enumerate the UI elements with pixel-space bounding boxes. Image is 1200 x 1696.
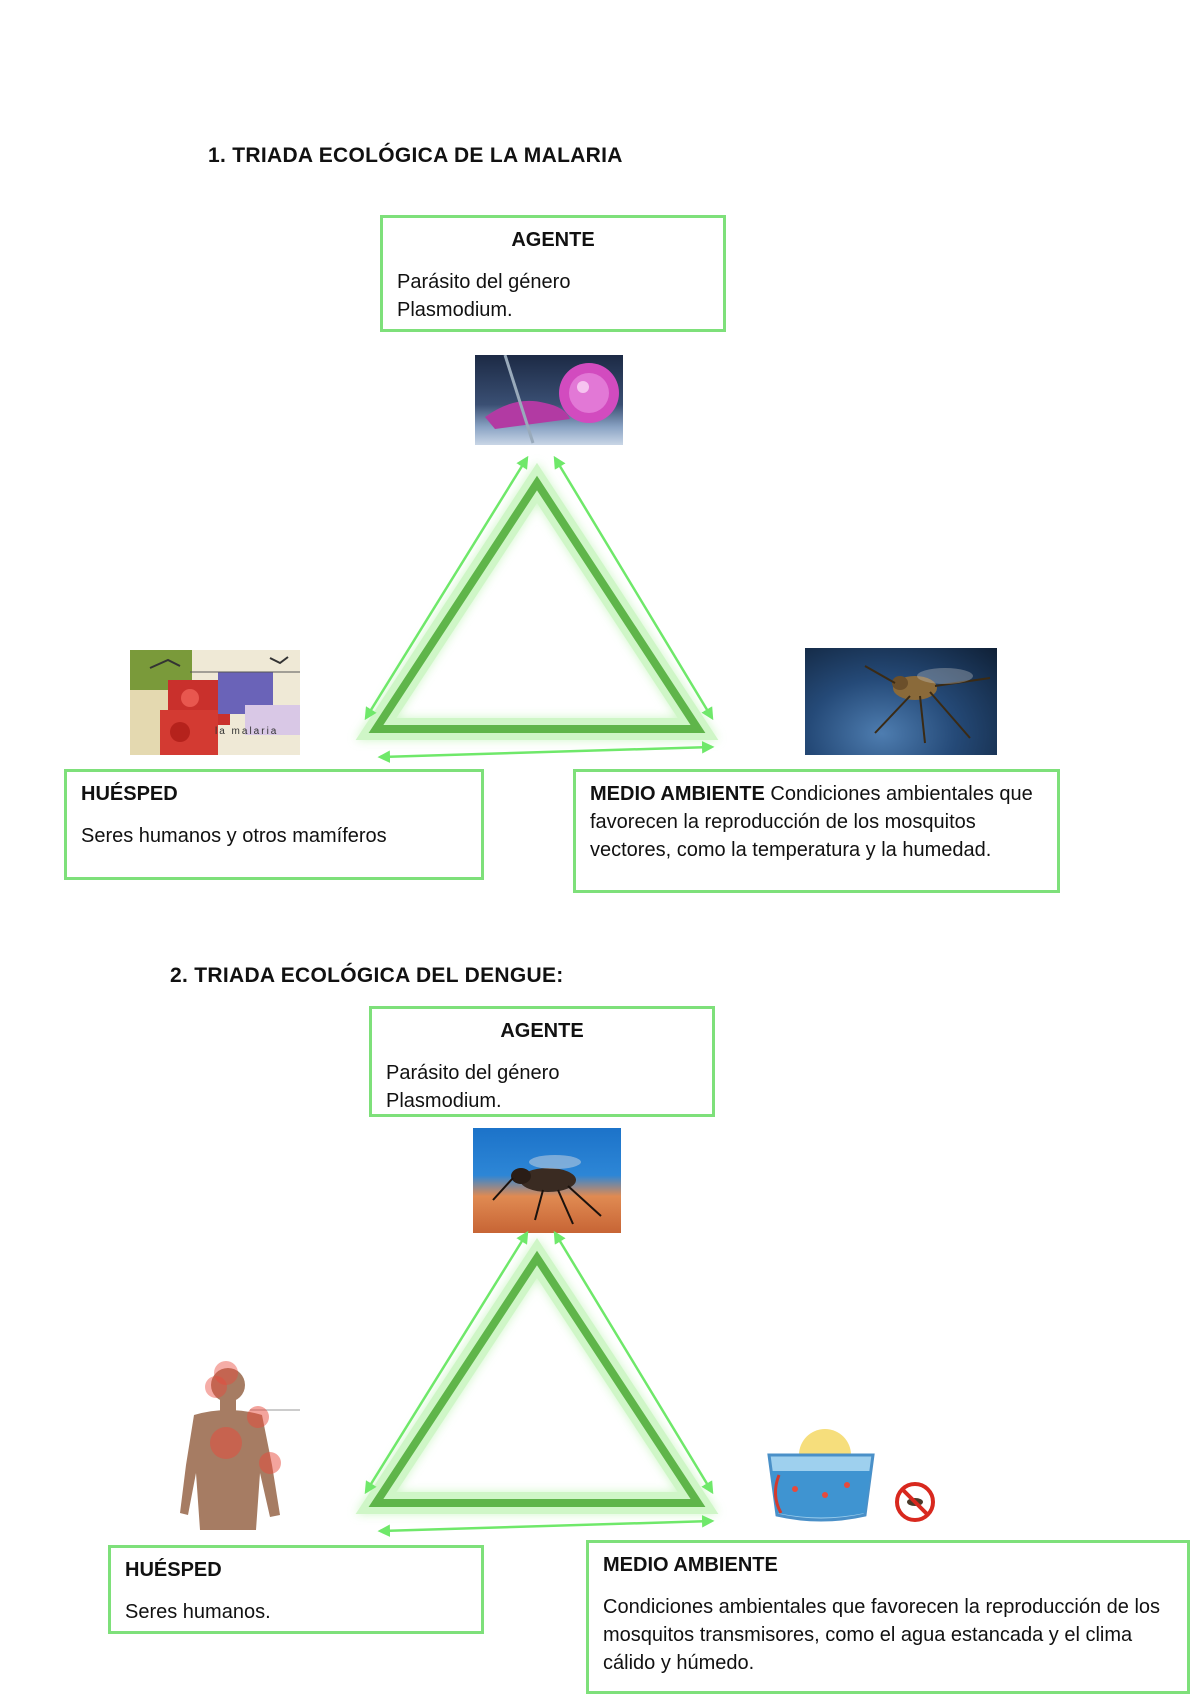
section1-huesped-box: HUÉSPED Seres humanos y otros mamíferos [64, 769, 484, 880]
section2-heading: 2. TRIADA ECOLÓGICA DEL DENGUE: [170, 964, 564, 987]
triad-triangle-malaria-core [368, 475, 706, 733]
medio-title: MEDIO AMBIENTE [603, 1554, 778, 1576]
section1-agente-box: AGENTE Parásito del género Plasmodium. [380, 215, 726, 332]
arrow-agente-huesped [364, 1230, 529, 1495]
agente-text: Parásito del género Plasmodium. [397, 271, 571, 321]
section1-medio-box: MEDIO AMBIENTE Condiciones ambientales q… [573, 769, 1060, 893]
section2-agente-box: AGENTE Parásito del género Plasmodium. [369, 1006, 715, 1117]
huesped-title: HUÉSPED [125, 1559, 222, 1581]
section1-heading: 1. TRIADA ECOLÓGICA DE LA MALARIA [208, 144, 623, 167]
medio-title: MEDIO AMBIENTE [590, 783, 765, 805]
human-body-image [180, 1355, 300, 1530]
medio-text: Condiciones ambientales que favorecen la… [590, 783, 1033, 861]
mosquito-on-skin-image [473, 1128, 621, 1233]
parasite-image [475, 355, 623, 445]
arrow-agente-huesped [364, 455, 529, 721]
arrow-agente-medio [553, 1230, 714, 1495]
section2-medio-box: MEDIO AMBIENTE Condiciones ambientales q… [586, 1540, 1190, 1694]
huesped-text: Seres humanos y otros mamíferos [81, 825, 387, 847]
mosquito-image [805, 648, 997, 755]
no-mosquito-icon [893, 1480, 937, 1524]
malaria-poster-image: la malaria [130, 650, 300, 755]
huesped-text: Seres humanos. [125, 1601, 271, 1623]
agente-title: AGENTE [500, 1020, 584, 1042]
stagnant-water-image [765, 1425, 880, 1525]
section2-huesped-box: HUÉSPED Seres humanos. [108, 1545, 484, 1634]
arrow-agente-medio [553, 455, 714, 721]
agente-text: Parásito del género Plasmodium. [386, 1062, 560, 1112]
agente-title: AGENTE [511, 229, 595, 251]
triad-triangle-malaria [355, 462, 719, 740]
medio-text: Condiciones ambientales que favorecen la… [603, 1596, 1161, 1674]
triad-triangle-dengue-core [368, 1250, 706, 1507]
triad-triangle-dengue [355, 1237, 719, 1514]
arrow-huesped-medio [377, 1515, 715, 1537]
huesped-title: HUÉSPED [81, 783, 178, 805]
arrow-huesped-medio [377, 741, 715, 763]
malaria-poster-caption: la malaria [215, 726, 278, 737]
